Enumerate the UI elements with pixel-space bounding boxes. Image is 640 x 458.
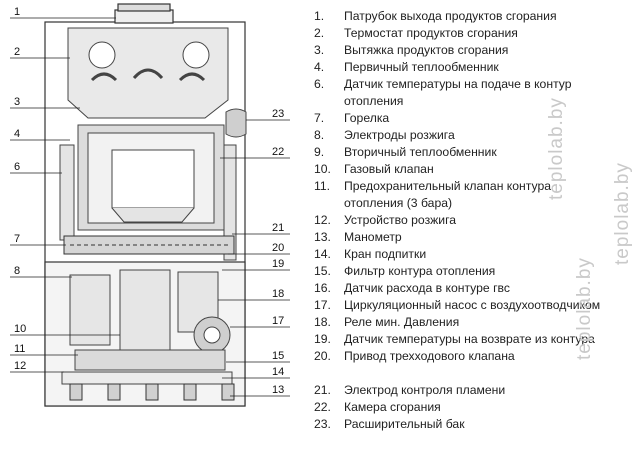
leader-lines-right [218,119,290,397]
legend-item: 2.Термостат продуктов сгорания [314,26,518,40]
callout-8: 8 [14,265,20,277]
callout-20: 20 [272,242,284,254]
flue-hood [67,27,229,119]
callout-12: 12 [14,360,26,372]
callout-7: 7 [14,233,20,245]
watermark: teplolab.by [612,162,633,265]
callout-10: 10 [14,323,26,335]
legend-item: 1.Патрубок выхода продуктов сгорания [314,9,557,23]
callout-18: 18 [272,288,284,300]
legend-item: 21.Электрод контроля пламени [314,383,506,397]
legend-item [314,433,344,450]
side-pipes [59,108,247,261]
callout-19: 19 [272,258,284,270]
legend-item: 20.Привод трехходового клапана [314,349,515,363]
legend-item-continuation: отопления [344,94,404,108]
callout-15: 15 [272,350,284,362]
watermark: teplolab.by [574,257,595,360]
callout-23: 23 [272,108,284,120]
legend-item: 11.Предохранительный клапан контура [314,179,552,193]
callout-11: 11 [14,343,25,355]
legend-item: 9.Вторичный теплообменник [314,145,497,159]
legend-item: 6.Датчик температуры на подаче в контур [314,77,572,91]
callout-13: 13 [272,384,284,396]
legend-item: 7.Горелка [314,111,390,125]
callout-6: 6 [14,161,20,173]
legend-item: 22.Камера сгорания [314,400,441,414]
legend-item: 14.Кран подпитки [314,247,427,261]
legend-item: 13.Манометр [314,230,402,244]
callout-4: 4 [14,128,20,140]
legend-item: 19.Датчик температуры на возврате из кон… [314,332,595,346]
leader-lines-left [10,17,120,373]
legend-item: 16.Датчик расхода в контуре гвс [314,281,510,295]
legend-item: 18.Реле мин. Давления [314,315,460,329]
callout-3: 3 [14,96,20,108]
callout-14: 14 [272,366,284,378]
burner [63,235,235,255]
hydraulic-group [61,269,233,385]
legend-item: 23.Расширительный бак [314,417,465,431]
watermark: teplolab.by [546,97,567,200]
legend-item: 12.Устройство розжига [314,213,457,227]
legend-item-continuation: отопления (3 бара) [344,196,453,210]
callout-22: 22 [272,146,284,158]
callout-21: 21 [272,222,284,234]
callout-2: 2 [14,46,20,58]
callouts-right: 23 22 21 20 19 18 17 15 14 13 [272,108,284,396]
legend-item: 4.Первичный теплообменник [314,60,499,74]
callout-1: 1 [14,6,20,18]
legend-item: 8.Электроды розжига [314,128,455,142]
legend-item: 15.Фильтр контура отопления [314,264,496,278]
legend-item: 3.Вытяжка продуктов сгорания [314,43,509,57]
callouts-left: 1 2 3 4 6 7 8 10 11 12 [14,6,26,372]
legend-item: 10.Газовый клапан [314,162,434,176]
legend-item: 17.Циркуляционный насос с воздухоотводчи… [314,298,601,312]
callout-17: 17 [272,315,284,327]
combustion-chamber [77,124,225,231]
